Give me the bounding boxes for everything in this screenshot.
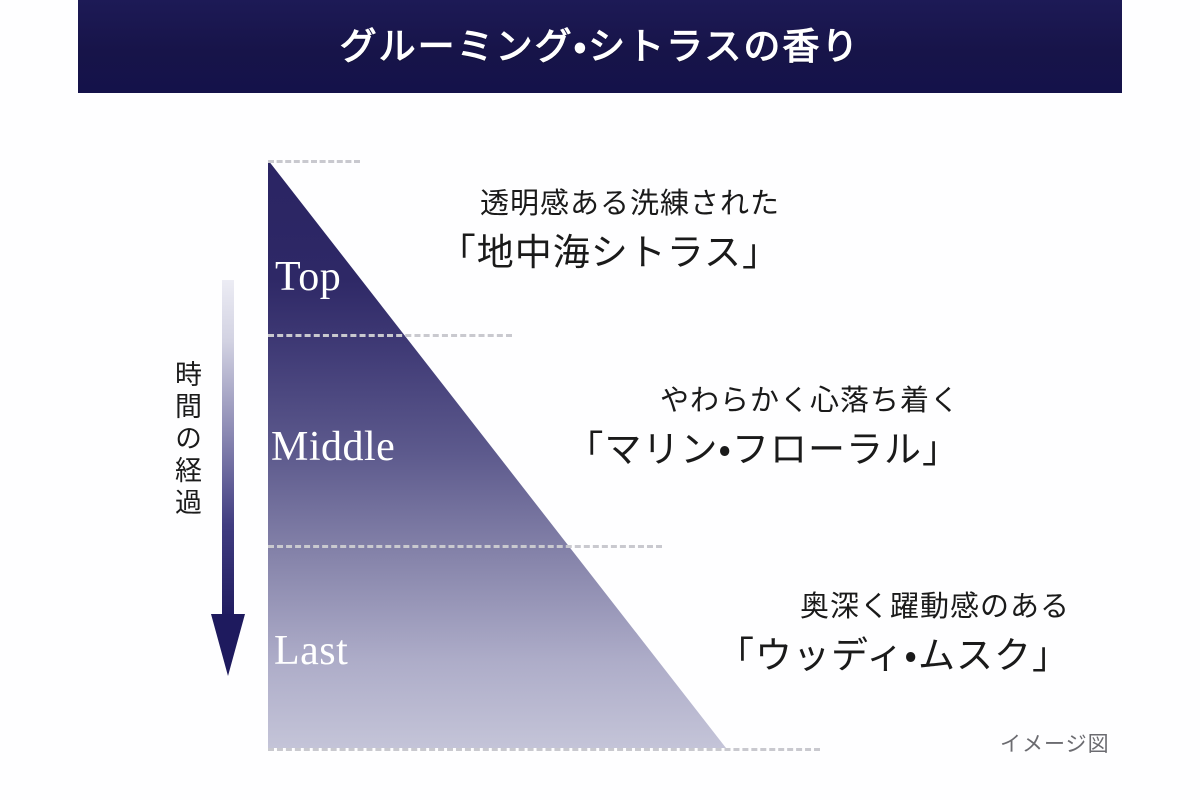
note-description-last: 奥深く躍動感のある 「ウッディ・ムスク」 <box>665 589 1070 681</box>
divider-line-top <box>268 160 360 163</box>
title-bar: グルーミング・シトラスの香り <box>78 0 1122 93</box>
page-title: グルーミング・シトラスの香り <box>339 25 861 68</box>
time-axis: 時間の経過 <box>160 280 250 680</box>
image-caption: イメージ図 <box>1000 732 1110 756</box>
time-axis-label: 時間の経過 <box>170 360 201 520</box>
stage-label-top: Top <box>275 254 342 300</box>
fragrance-pyramid <box>268 160 726 748</box>
stage-label-middle: Middle <box>271 424 396 470</box>
note-name-top: 「地中海シトラス」 <box>438 233 780 275</box>
divider-line-middle-last <box>268 545 662 548</box>
note-name-last: 「ウッディ・ムスク」 <box>717 636 1070 678</box>
divider-line-top-middle <box>268 334 512 337</box>
note-name-middle: 「マリン・フローラル」 <box>566 430 960 472</box>
note-lead-middle: やわらかく心落ち着く <box>659 385 960 417</box>
note-description-middle: やわらかく心落ち着く 「マリン・フローラル」 <box>500 383 960 475</box>
note-description-top: 透明感ある洗練された 「地中海シトラス」 <box>360 186 780 278</box>
note-lead-top: 透明感ある洗練された <box>479 188 780 220</box>
down-arrow-icon <box>211 280 245 676</box>
note-lead-last: 奥深く躍動感のある <box>799 591 1070 623</box>
divider-line-bottom <box>268 748 820 751</box>
stage-label-last: Last <box>274 628 349 674</box>
